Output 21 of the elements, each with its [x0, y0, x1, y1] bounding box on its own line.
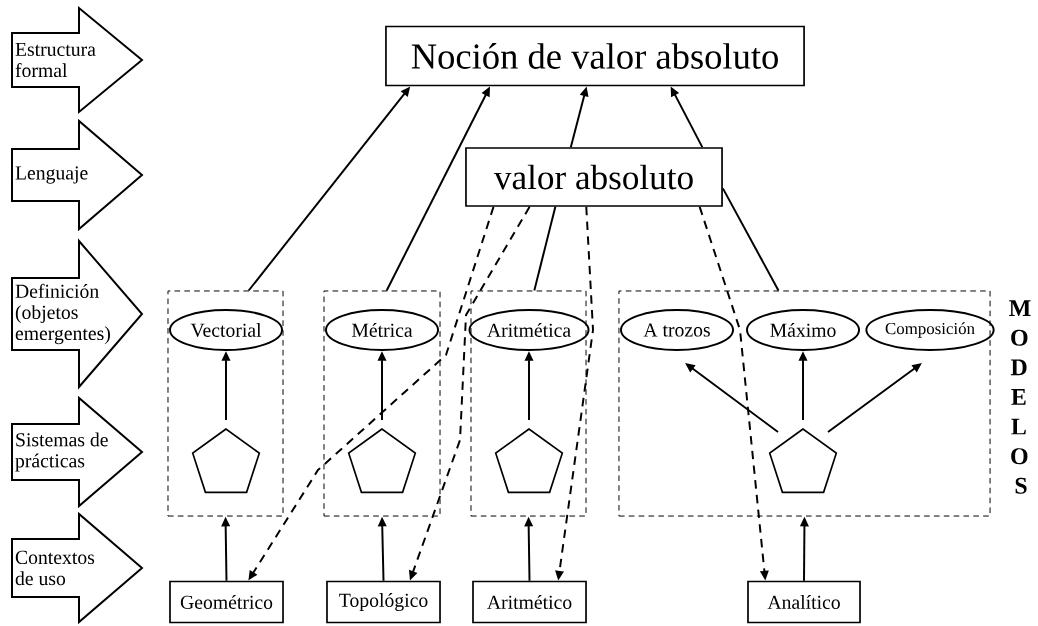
dashed-frame: [167, 290, 284, 517]
label-banner: Contextos de uso: [11, 511, 144, 625]
text-box: Analítico: [747, 580, 861, 624]
dashed-frame: [470, 290, 587, 517]
ellipse-node: Composición: [865, 309, 995, 351]
text-box: Geométrico: [169, 580, 284, 624]
text-box: Noción de valor absoluto: [385, 25, 805, 87]
label-banner: Lenguaje: [11, 118, 144, 232]
dashed-frame: [323, 290, 441, 517]
label-banner: Estructura formal: [11, 5, 144, 115]
text-box: valor absoluto: [465, 147, 723, 207]
ellipse-node: A trozos: [620, 309, 734, 351]
ellipse-node: Métrica: [325, 309, 439, 351]
ellipse-node: Aritmética: [468, 309, 590, 351]
label-banner: Definición (objetos emergentes): [11, 238, 144, 390]
ellipse-node: Máximo: [746, 309, 860, 351]
label-banner: Sistemas de prácticas: [11, 395, 144, 509]
text-box: Topológico: [326, 580, 441, 624]
dashed-frame: [618, 290, 991, 517]
text-box: Aritmético: [472, 580, 587, 624]
ellipse-node: Vectorial: [169, 309, 283, 351]
